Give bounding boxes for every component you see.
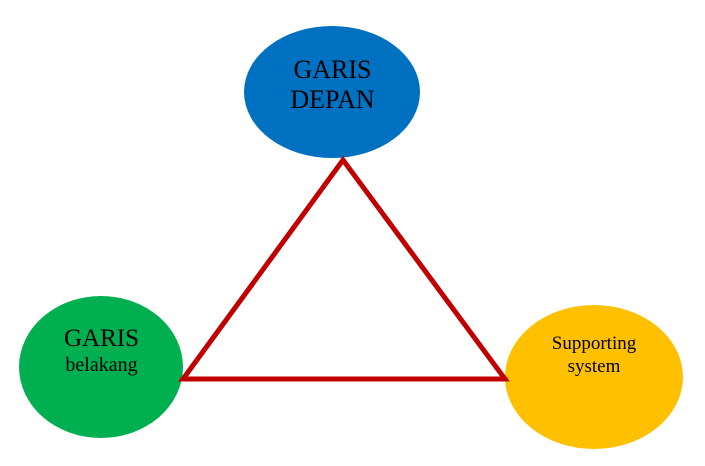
node-supporting-system-line2: system xyxy=(567,355,621,377)
node-garis-depan-line2: DEPAN xyxy=(290,84,375,114)
node-garis-belakang xyxy=(19,296,183,438)
node-supporting-system-line1: Supporting xyxy=(551,333,637,354)
connector-triangle xyxy=(178,155,510,382)
node-garis-depan xyxy=(244,26,420,158)
node-garis-belakang-label: GARIS belakang xyxy=(20,325,183,377)
node-supporting-system-label: Supporting system xyxy=(505,333,683,379)
node-garis-depan-label: GARIS DEPAN xyxy=(245,55,420,115)
node-garis-belakang-line2: belakang xyxy=(65,353,138,376)
node-garis-belakang-line1: GARIS xyxy=(63,325,139,352)
node-supporting-system xyxy=(505,305,683,449)
node-garis-depan-line1: GARIS xyxy=(293,55,372,84)
